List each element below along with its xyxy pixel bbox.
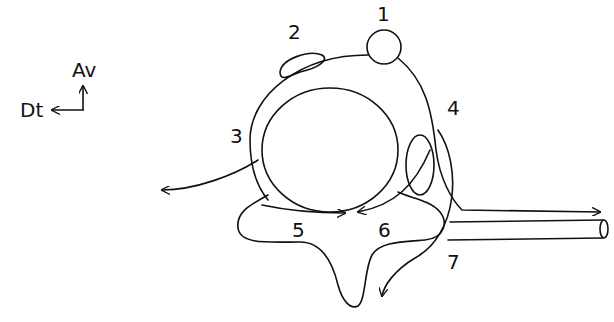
right-arrow <box>52 109 83 111</box>
vertebral-body <box>262 88 398 212</box>
callout-number: 5 <box>292 220 305 240</box>
branch-arrow <box>262 205 345 213</box>
anterior-arrow <box>82 86 84 110</box>
vertebral-arch <box>238 192 444 307</box>
callout-number: 1 <box>377 4 390 24</box>
callout-number: 3 <box>230 126 243 146</box>
aorta-circle <box>367 30 401 64</box>
direction-label: Av <box>72 60 96 80</box>
callout-number: 4 <box>447 98 460 118</box>
branch-arrow <box>162 160 258 190</box>
callout-number: 7 <box>447 252 460 272</box>
left-vessel <box>250 55 368 200</box>
nerve-tube <box>450 220 603 222</box>
nerve-end <box>600 220 608 238</box>
branch-arrow <box>382 130 453 296</box>
branch-arrow <box>358 150 430 212</box>
callout-number: 6 <box>378 220 391 240</box>
direction-label: Dt <box>20 100 43 120</box>
vein-shape <box>280 54 325 78</box>
nerve-tube <box>448 238 603 240</box>
ganglion-oval <box>406 135 434 195</box>
callout-number: 2 <box>288 22 301 42</box>
right-vessel <box>398 58 600 212</box>
